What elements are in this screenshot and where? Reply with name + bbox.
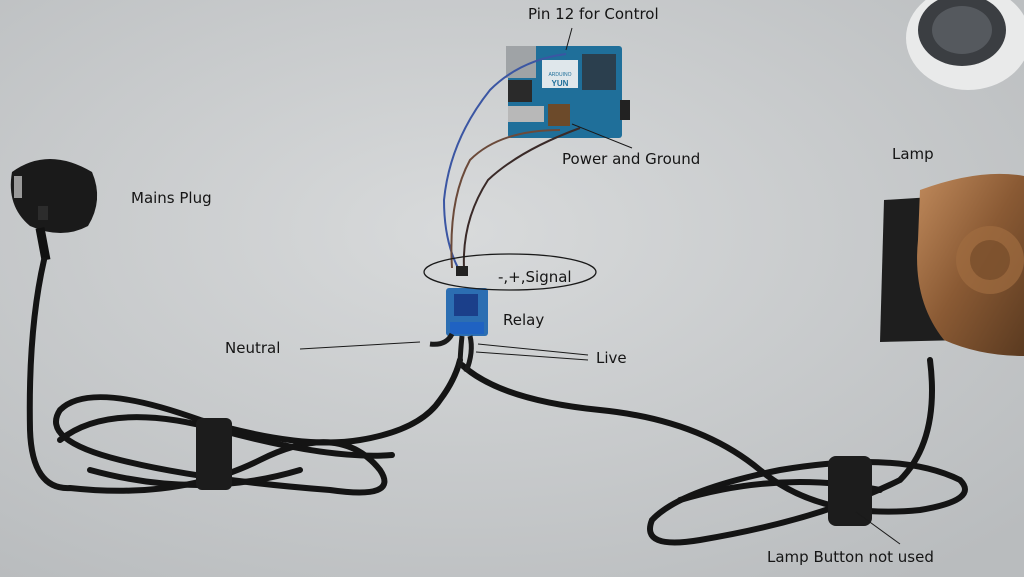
lamp: [880, 173, 1024, 356]
jumper-wires: [442, 53, 581, 269]
relay-module: [446, 266, 488, 336]
signal-highlight-ellipse: [423, 253, 597, 291]
lamp-label: Lamp: [892, 145, 934, 163]
signal-label: -,+,Signal: [498, 268, 572, 286]
power-ground-label: Power and Ground: [562, 150, 701, 168]
cable-tie: [196, 418, 232, 490]
board-brand-text: ARDUINO: [548, 72, 571, 78]
lamp-button-pointer-line: [855, 511, 901, 545]
board-model-text: YUN: [552, 79, 569, 88]
neutral-label: Neutral: [225, 339, 281, 357]
pin12-label: Pin 12 for Control: [528, 5, 659, 23]
neutral-pointer-line: [299, 341, 421, 350]
mains-plug-label: Mains Plug: [131, 189, 212, 207]
relay-label: Relay: [503, 311, 545, 329]
live-label: Live: [596, 349, 627, 367]
lamp-button: [828, 456, 872, 526]
lamp-button-label: Lamp Button not used: [767, 548, 934, 566]
arduino-board: ARDUINO YUN: [506, 46, 630, 138]
live-pointer-line-b: [475, 351, 589, 361]
relay-mains-wires: [429, 332, 474, 373]
cup: [906, 0, 1024, 90]
live-pointer-line-a: [477, 343, 589, 356]
power-ground-pointer-line: [571, 123, 633, 149]
pin12-pointer-line: [565, 27, 573, 51]
mains-plug: [10, 159, 98, 261]
